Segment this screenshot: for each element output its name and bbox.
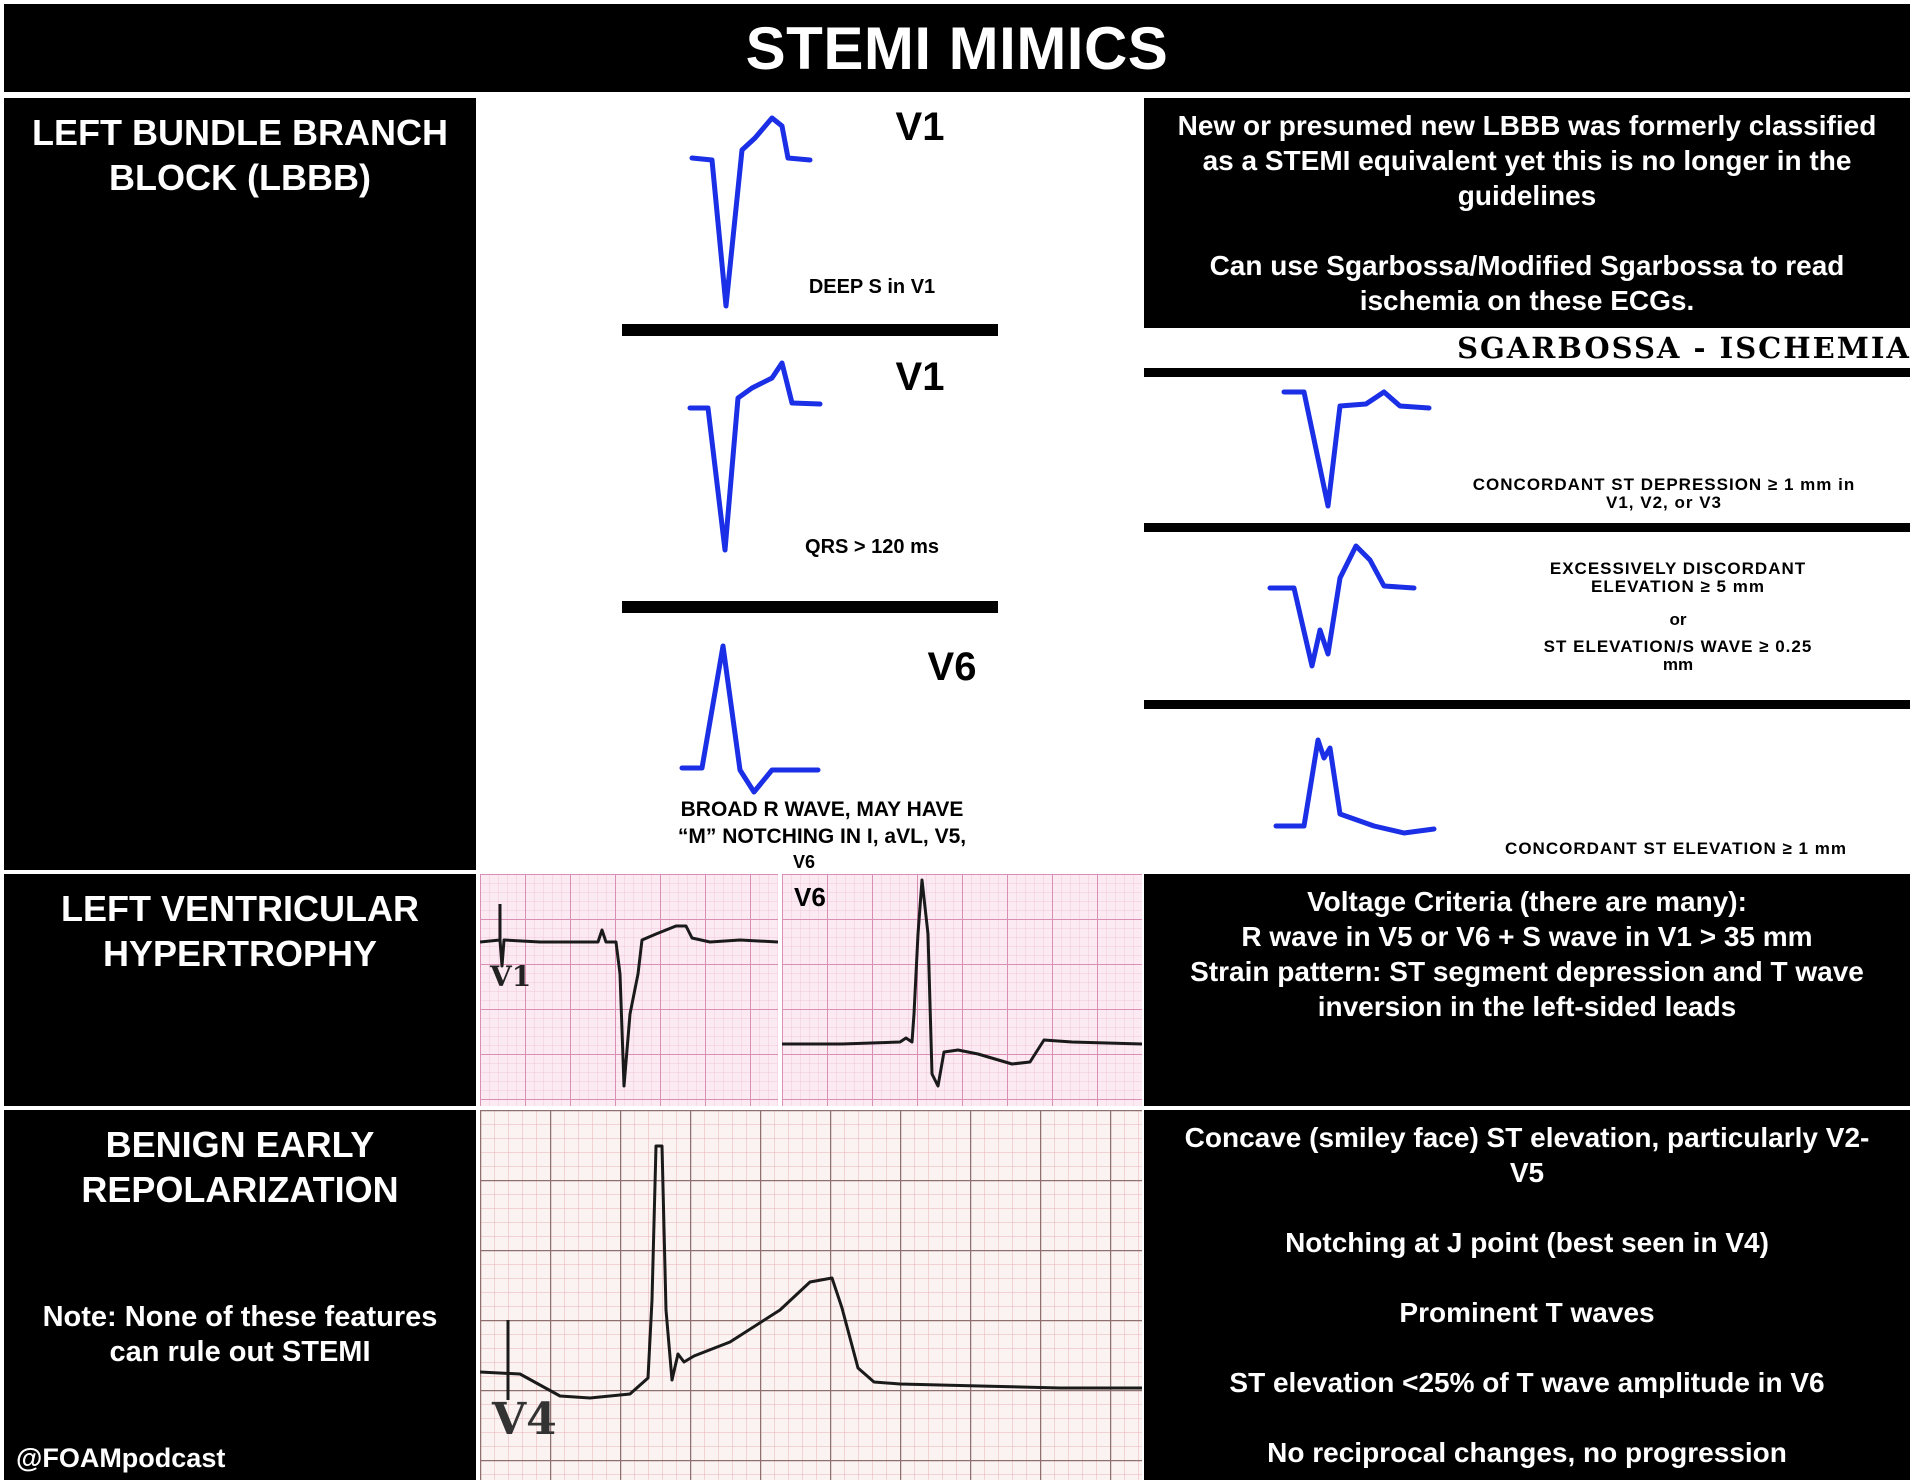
lbbb-description: New or presumed new LBBB was formerly cl… [1144,98,1910,328]
sgarbossa-criterion-1: V1, V2, or V3 [1606,493,1722,512]
sgarbossa-divider [1144,523,1910,532]
page-title: STEMI MIMICS [4,4,1910,92]
lbbb-desc-line: as a STEMI equivalent yet this is no lon… [1202,145,1852,176]
sgarbossa-criterion-1: CONCORDANT ST DEPRESSION ≥ 1 mm in [1473,475,1855,494]
sgarbossa-discordant-elevation-wave [1267,543,1417,669]
sgarbossa-criterion-2: mm [1663,655,1693,674]
lvh-v6-trace [782,878,1142,1088]
ber-label-line: REPOLARIZATION [81,1169,399,1210]
lvh-desc-line: Strain pattern: ST segment depression an… [1190,956,1864,987]
ber-desc-line [1144,1330,1910,1365]
ber-desc-line: V5 [1509,1157,1545,1188]
lbbb-label-line: BLOCK (LBBB) [109,157,371,198]
ber-desc-line: No reciprocal changes, no progression [1267,1437,1787,1468]
lbbb-v1-qrs-wave [687,360,823,553]
ber-v4-lead: V4 [491,1394,557,1445]
sgarbossa-concordant-elevation-wave [1273,737,1437,836]
lbbb-desc-line: Can use Sgarbossa/Modified Sgarbossa to … [1209,250,1845,281]
sgarbossa-criterion-2: ELEVATION ≥ 5 mm [1591,577,1765,596]
ber-label: BENIGN EARLY REPOLARIZATION [4,1110,476,1212]
foam-podcast-handle: @FOAMpodcast [16,1443,226,1473]
sgarbossa-diagram: SGARBOSSA - ISCHEMIA CONCORDANT ST DEPRE… [1144,330,1910,870]
lbbb-v1-deep-s-wave [689,115,813,309]
lbbb-desc-line: guidelines [1457,180,1597,211]
ber-ecg-v4: V4 [480,1110,1142,1480]
lbbb-panel-1-lead: V1 [896,105,945,149]
lvh-ecg-v6-svg: V6 [782,874,1142,1106]
ber-ecg-v4-svg: V4 [480,1110,1142,1480]
lbbb-desc-line: ischemia on these ECGs. [1359,285,1695,316]
lbbb-diagram: V1 DEEP S in V1 V1 QRS > 120 ms V6 BROAD… [480,98,1142,870]
lbbb-panel-2-caption: QRS > 120 ms [805,536,939,558]
ber-note: Note: None of these features can rule ou… [4,1300,476,1370]
lbbb-panel-3-lead: V6 [928,645,977,689]
sgarbossa-divider [1144,700,1910,709]
sgarbossa-criterion-2: or [1670,610,1687,629]
ber-desc-line: Concave (smiley face) ST elevation, part… [1184,1122,1870,1153]
lvh-desc-line: Voltage Criteria (there are many): [1307,886,1747,917]
ber-desc-line: Prominent T waves [1399,1297,1655,1328]
lbbb-panel-1-caption: DEEP S in V1 [809,276,935,298]
lbbb-diagram-svg: V1 DEEP S in V1 V1 QRS > 120 ms V6 BROAD… [622,105,998,870]
lbbb-label: LEFT BUNDLE BRANCH BLOCK (LBBB) [4,98,476,870]
sgarbossa-criterion-2: EXCESSIVELY DISCORDANT [1550,559,1806,578]
sgarbossa-criterion-3: CONCORDANT ST ELEVATION ≥ 1 mm [1505,839,1847,858]
lbbb-divider [622,324,998,336]
lvh-description: Voltage Criteria (there are many): R wav… [1144,874,1910,1106]
lvh-label-line: LEFT VENTRICULAR [61,888,419,929]
lvh-ecg-v6: V6 [782,874,1142,1106]
ber-desc-line: ST elevation <25% of T wave amplitude in… [1229,1367,1825,1398]
ber-v4-trace [480,1144,1142,1400]
lbbb-panel-2-lead: V1 [896,355,945,399]
lbbb-panel-3-caption: BROAD R WAVE, MAY HAVE [681,798,964,821]
sgarbossa-divider [1144,368,1910,377]
lvh-ecg-v1: V1 [480,874,778,1106]
ber-desc-line: Notching at J point (best seen in V4) [1285,1227,1769,1258]
ber-label-panel: BENIGN EARLY REPOLARIZATION Note: None o… [4,1110,476,1480]
lvh-label-line: HYPERTROPHY [102,933,378,974]
lbbb-desc-line: New or presumed new LBBB was formerly cl… [1177,110,1877,141]
ber-desc-line [1144,1400,1910,1435]
ber-desc-line [1144,1190,1910,1225]
sgarbossa-svg: SGARBOSSA - ISCHEMIA CONCORDANT ST DEPRE… [1144,331,1910,858]
lbbb-panel-3-caption: V6 [793,852,815,870]
sgarbossa-concordant-depression-wave [1281,389,1432,509]
ber-description: Concave (smiley face) ST elevation, part… [1144,1110,1910,1480]
lvh-desc-line: R wave in V5 or V6 + S wave in V1 > 35 m… [1241,921,1813,952]
ber-note-line: can rule out STEMI [109,1336,371,1368]
lvh-label: LEFT VENTRICULAR HYPERTROPHY [4,874,476,1106]
lbbb-divider [622,601,998,613]
lvh-v6-lead: V6 [794,882,826,912]
sgarbossa-criterion-2: ST ELEVATION/S WAVE ≥ 0.25 [1544,637,1813,656]
lbbb-v6-broad-r-wave [679,643,821,795]
lbbb-panel-3-caption: “M” NOTCHING IN I, aVL, V5, [678,825,966,848]
lvh-v1-trace [480,924,778,1088]
ber-desc-line [1144,1260,1910,1295]
ber-note-line: Note: None of these features [42,1301,438,1333]
lvh-ecg-v1-svg: V1 [480,874,778,1106]
sgarbossa-heading: SGARBOSSA - ISCHEMIA [1457,331,1910,365]
lbbb-desc-line [1144,213,1910,248]
ber-label-line: BENIGN EARLY [105,1124,375,1165]
lvh-desc-line: inversion in the left-sided leads [1317,991,1737,1022]
lbbb-label-line: LEFT BUNDLE BRANCH [32,112,448,153]
lvh-v1-lead: V1 [489,960,531,993]
